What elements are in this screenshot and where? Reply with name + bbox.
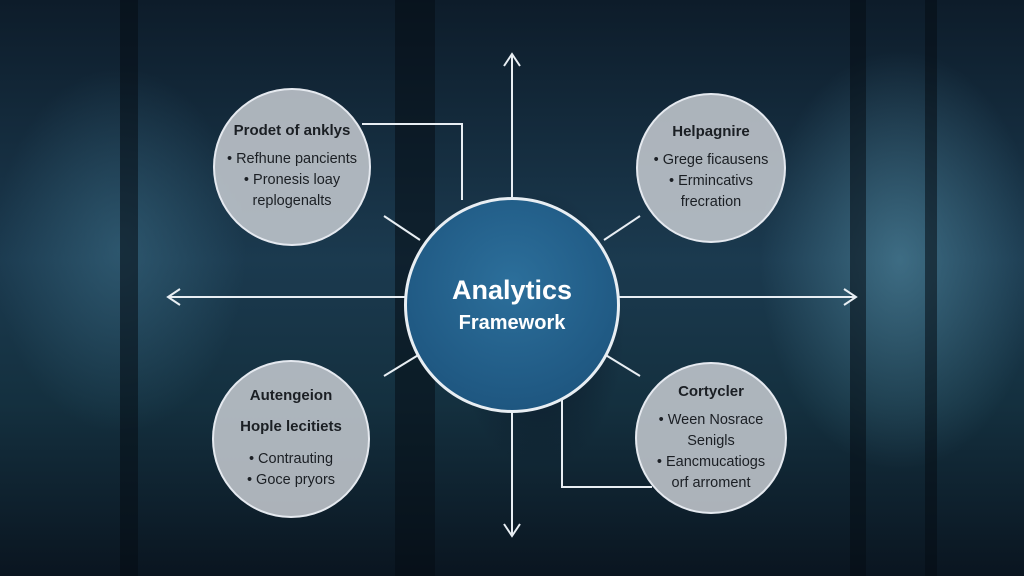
- arrow-up-icon: [503, 52, 521, 67]
- node-bullet: replogenalts: [252, 193, 332, 209]
- background-pillar: [925, 0, 937, 576]
- node-top-left: Prodet of anklys • Refhune pancients • P…: [213, 88, 371, 246]
- node-bullet: • Refhune pancients: [226, 151, 358, 167]
- elbow-connector-bottom-right: [561, 400, 652, 488]
- node-bullet: orf arroment: [671, 474, 751, 491]
- arrow-down-icon: [503, 523, 521, 538]
- node-bullet: frecration: [680, 194, 742, 210]
- center-title-line2: Framework: [458, 312, 566, 334]
- center-title-line1: Analytics: [451, 275, 573, 305]
- node-bullet: • Ermincativs: [668, 173, 754, 189]
- elbow-connector-top-left: [362, 123, 463, 200]
- arrow-left-icon: [166, 288, 181, 306]
- node-top-right: Helpagnire • Grege ficausens • Ermincati…: [636, 93, 786, 243]
- node-bottom-left: Autengeion Hople lecitiets • Contrauting…: [212, 360, 370, 518]
- node-bullet: • Ween Nosrace: [658, 411, 764, 428]
- node-bullet: • Pronesis loay: [243, 172, 341, 188]
- node-title: Autengeion: [249, 387, 333, 404]
- arrow-right-icon: [843, 288, 858, 306]
- node-bullet: • Goce pryors: [246, 472, 336, 488]
- node-bottom-right: Cortycler • Ween Nosrace Senigls • Eancm…: [635, 362, 787, 514]
- node-subtitle: Hople lecitiets: [240, 418, 342, 435]
- center-node: Analytics Framework: [404, 197, 620, 413]
- node-title: Cortycler: [678, 382, 744, 400]
- node-bullet: • Contrauting: [248, 451, 334, 467]
- node-title: Helpagnire: [672, 123, 750, 140]
- diagonal-connector: [603, 215, 641, 241]
- node-bullet: • Grege ficausens: [653, 152, 769, 168]
- background-pillar: [120, 0, 138, 576]
- diagonal-connector: [383, 353, 421, 377]
- diagonal-connector: [383, 215, 421, 241]
- node-title: Prodet of anklys: [233, 122, 351, 139]
- diagonal-connector: [603, 353, 641, 377]
- background-pillar: [850, 0, 866, 576]
- node-bullet: • Eancmucatiogs: [656, 453, 766, 470]
- node-bullet: Senigls: [687, 432, 735, 449]
